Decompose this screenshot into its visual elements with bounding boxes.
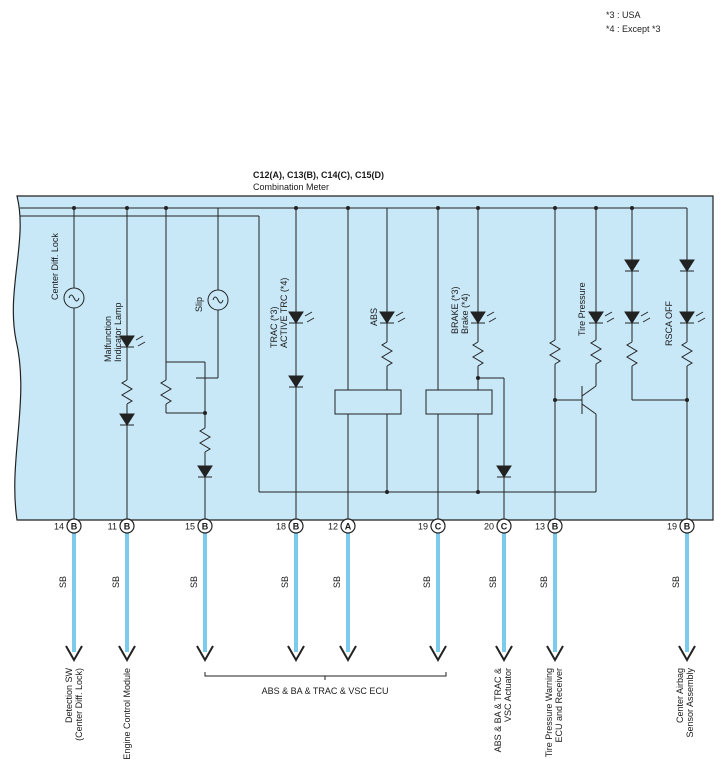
pin-circle bbox=[340, 518, 356, 534]
pin-letter: C bbox=[435, 522, 442, 532]
label-rsca-off: RSCA OFF bbox=[664, 300, 674, 346]
wire-arrow bbox=[196, 645, 214, 663]
pin-circle bbox=[66, 518, 82, 534]
label-slip: Slip bbox=[194, 297, 204, 312]
wire-arrow bbox=[495, 645, 513, 663]
pin-circle bbox=[288, 518, 304, 534]
wire-arrow-shaft bbox=[685, 640, 689, 652]
wire-arrow-shaft bbox=[203, 640, 207, 652]
label-trac-2: ACTIVE TRC (*4) bbox=[279, 278, 289, 348]
wire-arrow-shaft bbox=[436, 640, 440, 652]
wire-arrow bbox=[678, 645, 696, 663]
pin-circle bbox=[679, 518, 695, 534]
note-except: *4 : Except *3 bbox=[606, 24, 661, 34]
wire-color-label: SB bbox=[280, 576, 290, 588]
wire-color-label: SB bbox=[539, 576, 549, 588]
pin-letter: B bbox=[552, 522, 559, 532]
wire-color-label: SB bbox=[488, 576, 498, 588]
wire-arrow-shaft bbox=[125, 640, 129, 652]
pin-number: 19 bbox=[418, 522, 428, 532]
label-mil-1: Malfunction bbox=[103, 316, 113, 362]
wire-arrow bbox=[65, 645, 83, 663]
label-center-diff-lock: Center Diff. Lock bbox=[50, 233, 60, 300]
pin-number: 20 bbox=[484, 522, 494, 532]
pin-letter: A bbox=[345, 522, 352, 532]
wire-color-label: SB bbox=[332, 576, 342, 588]
pin-circle bbox=[197, 518, 213, 534]
wire-arrow-shaft bbox=[294, 640, 298, 652]
dest-detection-sw-2: (Center Diff. Lock) bbox=[74, 668, 84, 741]
harness-wire bbox=[72, 533, 76, 643]
label-ecu-group: ABS & BA & TRAC & VSC ECU bbox=[262, 686, 389, 696]
harness-wire bbox=[203, 533, 207, 643]
wire-color-label: SB bbox=[189, 576, 199, 588]
label-abs: ABS bbox=[369, 308, 379, 326]
dest-actuator-1: ABS & BA & TRAC & bbox=[493, 668, 503, 752]
wire-arrow-shaft bbox=[502, 640, 506, 652]
harness-wire bbox=[436, 533, 440, 643]
wire-arrow bbox=[339, 645, 357, 663]
note-usa: *3 : USA bbox=[606, 10, 641, 20]
wire-color-label: SB bbox=[58, 576, 68, 588]
pin-number: 11 bbox=[108, 522, 117, 532]
wire-color-label: SB bbox=[671, 576, 681, 588]
dest-tire-ecu-2: ECU and Receiver bbox=[554, 668, 564, 743]
pin-number: 18 bbox=[276, 522, 286, 532]
label-tire-pressure: Tire Pressure bbox=[577, 282, 587, 336]
dest-airbag-1: Center Airbag bbox=[675, 668, 685, 723]
wire-arrow bbox=[429, 645, 447, 663]
pin-circle bbox=[496, 518, 512, 534]
connector-list: C12(A), C13(B), C14(C), C15(D) bbox=[253, 170, 384, 180]
pin-letter: B bbox=[71, 522, 78, 532]
harness-wire bbox=[125, 533, 129, 643]
pin-circle bbox=[547, 518, 563, 534]
pin-circle bbox=[430, 518, 446, 534]
combination-meter-box bbox=[12, 195, 714, 521]
harness-wire bbox=[346, 533, 350, 643]
dest-detection-sw-1: Detection SW bbox=[64, 668, 74, 724]
harness-wire bbox=[553, 533, 557, 643]
label-brake-2: Brake (*4) bbox=[460, 293, 470, 334]
pin-number: 12 bbox=[328, 522, 338, 532]
harness-wire bbox=[294, 533, 298, 643]
pin-letter: B bbox=[124, 522, 131, 532]
wire-arrow bbox=[546, 645, 564, 663]
dest-actuator-2: VSC Actuator bbox=[503, 668, 513, 722]
wire-arrow bbox=[287, 645, 305, 663]
label-mil-2: Indicator Lamp bbox=[113, 302, 123, 362]
pin-number: 13 bbox=[535, 522, 545, 532]
dest-tire-ecu-1: Tire Pressure Warning bbox=[544, 668, 554, 757]
internal-circuit bbox=[20, 206, 706, 520]
meter-title: Combination Meter bbox=[253, 182, 329, 192]
pin-number: 19 bbox=[667, 522, 677, 532]
dest-ecm: Engine Control Module bbox=[122, 668, 132, 760]
wire-arrow-shaft bbox=[346, 640, 350, 652]
pin-letter: B bbox=[202, 522, 209, 532]
wire-arrow-shaft bbox=[72, 640, 76, 652]
wire-color-label: SB bbox=[422, 576, 432, 588]
harness-wire bbox=[502, 533, 506, 643]
label-trac-1: TRAC (*3) bbox=[269, 306, 279, 348]
pin-letter: C bbox=[501, 522, 508, 532]
notes: *3 : USA *4 : Except *3 bbox=[606, 8, 661, 36]
wire-color-label: SB bbox=[111, 576, 121, 588]
pin-letter: B bbox=[293, 522, 300, 532]
pin-letter: B bbox=[684, 522, 691, 532]
label-brake-1: BRAKE (*3) bbox=[450, 286, 460, 334]
ecu-bracket bbox=[204, 672, 447, 677]
pin-number: 15 bbox=[185, 522, 195, 532]
wire-arrow bbox=[118, 645, 136, 663]
wire-arrow-shaft bbox=[553, 640, 557, 652]
dest-airbag-2: Sensor Assembly bbox=[685, 668, 695, 738]
harness-wire bbox=[685, 533, 689, 643]
pin-number: 14 bbox=[54, 522, 64, 532]
pin-circle bbox=[119, 518, 135, 534]
